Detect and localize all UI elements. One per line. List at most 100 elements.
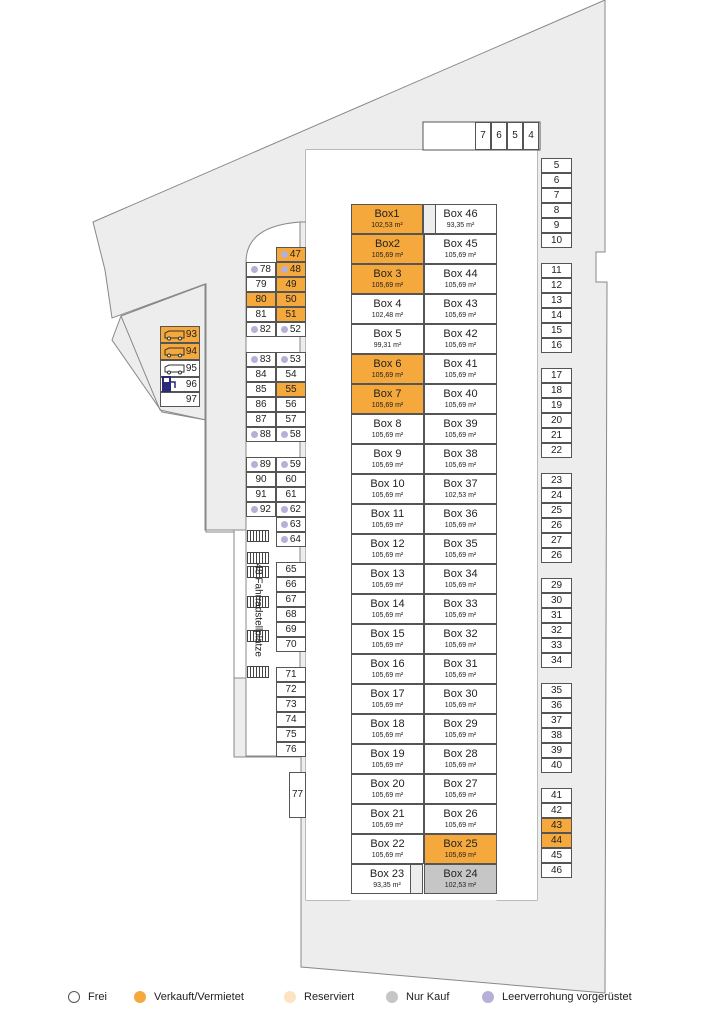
right-unit[interactable]: 6 <box>541 173 572 188</box>
right-unit[interactable]: 26 <box>541 518 572 533</box>
right-unit[interactable]: 13 <box>541 293 572 308</box>
parking-spot[interactable]: 76 <box>276 742 306 757</box>
top-unit[interactable]: 5 <box>507 122 523 150</box>
parking-spot[interactable]: 90 <box>246 472 276 487</box>
parking-spot[interactable]: 51 <box>276 307 306 322</box>
parking-spot[interactable]: 72 <box>276 682 306 697</box>
parking-spot[interactable]: 81 <box>246 307 276 322</box>
right-unit[interactable]: 35 <box>541 683 572 698</box>
right-unit[interactable]: 43 <box>541 818 572 833</box>
parking-spot[interactable]: 65 <box>276 562 306 577</box>
right-unit[interactable]: 37 <box>541 713 572 728</box>
parking-spot[interactable]: 59 <box>276 457 306 472</box>
right-unit[interactable]: 18 <box>541 383 572 398</box>
parking-spot[interactable]: 57 <box>276 412 306 427</box>
right-unit[interactable]: 11 <box>541 263 572 278</box>
right-unit[interactable]: 17 <box>541 368 572 383</box>
right-unit[interactable]: 45 <box>541 848 572 863</box>
right-unit[interactable]: 31 <box>541 608 572 623</box>
right-unit[interactable]: 25 <box>541 503 572 518</box>
right-unit[interactable]: 26 <box>541 548 572 563</box>
right-unit[interactable]: 23 <box>541 473 572 488</box>
parking-spot[interactable]: 78 <box>246 262 276 277</box>
top-unit[interactable]: 7 <box>475 122 491 150</box>
parking-spot[interactable]: 58 <box>276 427 306 442</box>
parking-spot[interactable]: 82 <box>246 322 276 337</box>
right-unit[interactable]: 20 <box>541 413 572 428</box>
right-unit[interactable]: 29 <box>541 578 572 593</box>
parking-spot[interactable]: 79 <box>246 277 276 292</box>
right-unit[interactable]: 34 <box>541 653 572 668</box>
parking-spot[interactable]: 50 <box>276 292 306 307</box>
right-unit[interactable]: 21 <box>541 428 572 443</box>
parking-spot[interactable]: 67 <box>276 592 306 607</box>
right-unit[interactable]: 41 <box>541 788 572 803</box>
right-unit[interactable]: 12 <box>541 278 572 293</box>
parking-spot[interactable]: 84 <box>246 367 276 382</box>
right-unit[interactable]: 19 <box>541 398 572 413</box>
top-unit[interactable]: 6 <box>491 122 507 150</box>
parking-spot[interactable]: 92 <box>246 502 276 517</box>
van-spot[interactable]: 97 <box>160 392 200 407</box>
parking-spot[interactable]: 64 <box>276 532 306 547</box>
top-unit[interactable]: 4 <box>523 122 539 150</box>
right-unit[interactable]: 15 <box>541 323 572 338</box>
parking-spot[interactable]: 74 <box>276 712 306 727</box>
parking-spot[interactable]: 75 <box>276 727 306 742</box>
parking-spot[interactable]: 60 <box>276 472 306 487</box>
parking-spot[interactable]: 63 <box>276 517 306 532</box>
unit-77[interactable]: 77 <box>289 772 306 818</box>
right-unit[interactable]: 42 <box>541 803 572 818</box>
parking-spot[interactable]: 88 <box>246 427 276 442</box>
right-unit[interactable]: 33 <box>541 638 572 653</box>
parking-spot[interactable]: 61 <box>276 487 306 502</box>
parking-spot[interactable]: 68 <box>276 607 306 622</box>
van-spot[interactable]: 93 <box>160 326 200 343</box>
parking-spot[interactable]: 54 <box>276 367 306 382</box>
right-unit[interactable]: 14 <box>541 308 572 323</box>
parking-spot[interactable]: 73 <box>276 697 306 712</box>
parking-spot[interactable]: 89 <box>246 457 276 472</box>
parking-spot[interactable]: 53 <box>276 352 306 367</box>
parking-spot[interactable]: 86 <box>246 397 276 412</box>
right-unit[interactable]: 40 <box>541 758 572 773</box>
parking-spot[interactable]: 66 <box>276 577 306 592</box>
right-unit[interactable]: 30 <box>541 593 572 608</box>
parking-spot[interactable]: 69 <box>276 622 306 637</box>
parking-spot[interactable]: 85 <box>246 382 276 397</box>
right-unit[interactable]: 32 <box>541 623 572 638</box>
right-unit[interactable]: 46 <box>541 863 572 878</box>
parking-spot[interactable]: 52 <box>276 322 306 337</box>
